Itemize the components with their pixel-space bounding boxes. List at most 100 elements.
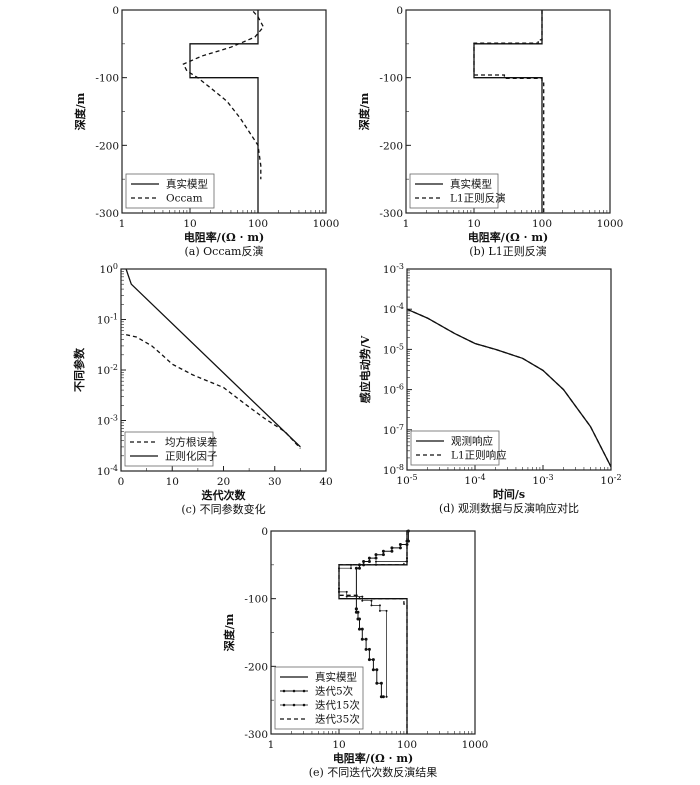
- y-tick-label: 10-6: [383, 383, 404, 397]
- y-axis-label: 感应电动势/V: [358, 335, 372, 403]
- plot-frame: [121, 9, 327, 214]
- tick-base: 10: [396, 475, 409, 487]
- series-marker: [390, 546, 394, 550]
- x-axis-label: 电阻率/(Ω · m): [468, 230, 548, 244]
- series-marker: [378, 609, 381, 612]
- chart-caption: (a) Occam反演: [185, 244, 264, 258]
- chart-caption: (d) 观测数据与反演响应对比: [439, 501, 579, 515]
- tick-exponent: -4: [478, 473, 486, 482]
- y-tick-label: 10-7: [383, 423, 404, 437]
- series-marker: [345, 595, 348, 598]
- x-tick-label: 1: [268, 739, 275, 751]
- y-tick-label: -200: [379, 140, 403, 152]
- x-tick-label: 20: [217, 476, 230, 488]
- y-tick-label: 10-4: [97, 464, 118, 478]
- x-tick-label: 10: [332, 739, 345, 751]
- legend-label: 迭代35次: [315, 713, 360, 726]
- tick-exponent: -4: [396, 302, 404, 311]
- series-marker: [381, 695, 385, 699]
- y-tick-label: 0: [396, 5, 403, 17]
- series-marker: [370, 604, 373, 607]
- chart-caption: (c) 不同参数变化: [181, 502, 265, 516]
- x-tick-label: 1: [119, 218, 126, 230]
- tick-base: 10: [97, 365, 110, 377]
- series-marker: [374, 556, 378, 560]
- legend-marker: [292, 689, 296, 693]
- y-tick-label: 10-3: [97, 414, 118, 428]
- y-axis-label: 深度/m: [222, 613, 236, 651]
- plot-frame: [405, 9, 611, 214]
- series-marker: [360, 637, 364, 641]
- plot-frame: [406, 268, 612, 471]
- chart-caption: (b) L1正则反演: [469, 244, 546, 258]
- chart-caption: (e) 不同迭代次数反演结果: [309, 765, 438, 779]
- tick-base: 10: [383, 465, 396, 477]
- tick-exponent: -2: [110, 363, 118, 372]
- series-marker: [385, 695, 388, 698]
- tick-base: 10: [100, 264, 113, 276]
- tick-base: 10: [383, 264, 396, 276]
- tick-exponent: -2: [614, 473, 622, 482]
- plot-frame: [270, 530, 476, 735]
- series-marker: [345, 590, 348, 593]
- legend-label: 观测响应: [451, 435, 493, 448]
- series-marker: [357, 566, 361, 570]
- series-marker: [367, 658, 371, 662]
- x-tick-label: 1000: [597, 218, 624, 230]
- legend-box: [125, 173, 215, 209]
- legend-label: L1正则反演: [450, 192, 506, 205]
- series-marker: [375, 668, 379, 672]
- legend-label: 正则化因子: [165, 450, 218, 463]
- series-marker: [398, 543, 402, 547]
- y-tick-label: 0: [112, 5, 119, 17]
- y-tick-label: 10-8: [383, 463, 404, 477]
- y-tick-label: -100: [244, 594, 268, 606]
- series-marker: [361, 595, 364, 598]
- legend-marker: [302, 703, 306, 707]
- legend-marker: [282, 689, 286, 693]
- series-marker: [378, 604, 381, 607]
- series-marker: [371, 668, 375, 672]
- tick-exponent: -1: [110, 313, 118, 322]
- tick-base: 10: [532, 475, 545, 487]
- x-tick-label: 100: [532, 218, 552, 230]
- x-axis-label: 时间/s: [493, 487, 525, 501]
- y-tick-label: 100: [100, 262, 118, 276]
- y-tick-label: 10-1: [97, 313, 118, 327]
- plot-frame: [120, 268, 327, 472]
- y-axis-label: 深度/m: [357, 92, 371, 130]
- tick-base: 10: [383, 385, 396, 397]
- y-axis-label: 深度/m: [73, 92, 87, 130]
- series-line-0: [125, 334, 301, 449]
- y-tick-label: -100: [379, 73, 403, 85]
- x-tick-label: 1000: [313, 218, 340, 230]
- x-tick-label: 1000: [462, 739, 489, 751]
- series-marker: [354, 607, 358, 611]
- legend-marker: [292, 703, 296, 707]
- series-marker: [357, 627, 361, 631]
- series-marker: [398, 546, 402, 550]
- series-marker: [357, 617, 361, 621]
- series-marker: [356, 610, 360, 614]
- x-tick-label: 10: [166, 476, 179, 488]
- series-marker: [360, 627, 364, 631]
- series-marker: [367, 556, 371, 560]
- series-marker: [379, 681, 383, 685]
- series-marker: [367, 559, 371, 563]
- series-line-1: [355, 531, 409, 698]
- series-marker: [390, 549, 394, 553]
- y-tick-label: -300: [379, 208, 403, 220]
- tick-exponent: -3: [396, 262, 404, 271]
- tick-exponent: -4: [110, 464, 118, 473]
- tick-base: 10: [464, 475, 477, 487]
- series-marker: [385, 609, 388, 612]
- y-tick-label: -200: [95, 140, 119, 152]
- series-marker: [375, 681, 379, 685]
- legend-label: Occam: [166, 193, 203, 205]
- tick-exponent: -7: [396, 423, 404, 432]
- x-axis-label: 电阻率/(Ω · m): [184, 230, 264, 244]
